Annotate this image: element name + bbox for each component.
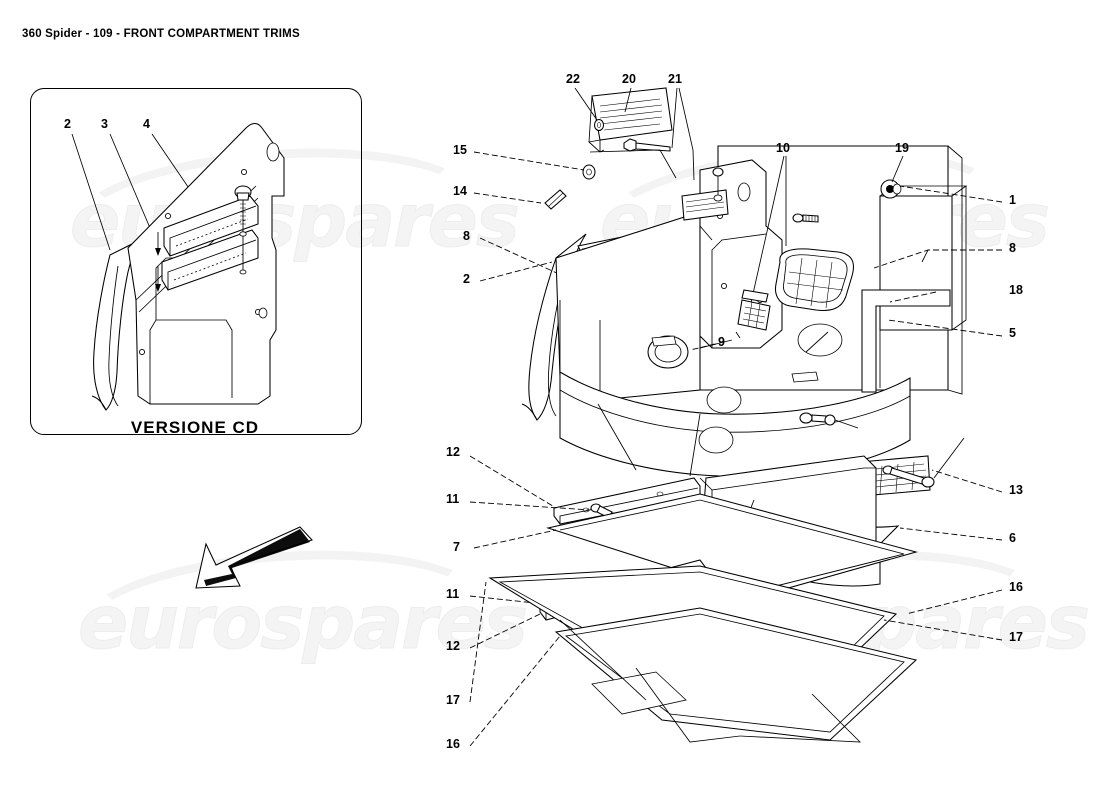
versione-cd-inset-frame: [30, 88, 362, 435]
callout-8-right[interactable]: 8: [1009, 241, 1016, 255]
callout-inset-3[interactable]: 3: [101, 117, 108, 131]
callout-11-upper[interactable]: 11: [446, 492, 460, 506]
callout-6[interactable]: 6: [1009, 531, 1016, 545]
part-11-bolt-right: [882, 437, 965, 488]
part-10-vent-grille: [775, 248, 854, 311]
callout-20[interactable]: 20: [622, 72, 636, 86]
callout-13[interactable]: 13: [1009, 483, 1023, 497]
versione-cd-caption: VERSIONE CD: [130, 418, 260, 437]
part-9-connector: [737, 299, 771, 331]
part-18-bracket: [861, 289, 951, 393]
callout-19[interactable]: 19: [895, 141, 909, 155]
callout-inset-4[interactable]: 4: [143, 117, 150, 131]
callout-inset-2[interactable]: 2: [64, 117, 71, 131]
part-21-rivet: [623, 138, 671, 152]
callout-15[interactable]: 15: [453, 143, 467, 157]
callout-17-left[interactable]: 17: [446, 693, 460, 707]
inset-drawing: [71, 122, 285, 411]
callout-5[interactable]: 5: [1009, 326, 1016, 340]
panel-screws-upper: [792, 213, 819, 223]
main-assembly: [469, 87, 1003, 747]
part-19-grommet: [880, 179, 902, 199]
part-5-rear-panel: [879, 185, 968, 331]
callout-17-right[interactable]: 17: [1009, 630, 1023, 644]
callout-16-right[interactable]: 16: [1009, 580, 1023, 594]
callout-18[interactable]: 18: [1009, 283, 1023, 297]
callout-10[interactable]: 10: [776, 141, 790, 155]
callout-16-left[interactable]: 16: [446, 737, 460, 751]
vehicle-front-direction-arrow: [195, 526, 313, 589]
panel-screws-vertical: [712, 167, 724, 202]
callout-12-lower[interactable]: 12: [446, 639, 460, 653]
callout-2-left[interactable]: 2: [463, 272, 470, 286]
callout-9[interactable]: 9: [718, 335, 725, 349]
callout-11-lower[interactable]: 11: [446, 587, 460, 601]
part-9-plug-small: [741, 289, 769, 303]
callout-21[interactable]: 21: [668, 72, 682, 86]
page-title: 360 Spider - 109 - FRONT COMPARTMENT TRI…: [22, 28, 300, 40]
callout-1[interactable]: 1: [1009, 193, 1016, 207]
callout-12-upper[interactable]: 12: [446, 445, 460, 459]
part-22-washer: [593, 118, 605, 132]
part-14-clip: [544, 189, 567, 210]
main-trim-carrier: [559, 323, 911, 477]
callout-22[interactable]: 22: [566, 72, 580, 86]
callout-14[interactable]: 14: [453, 184, 467, 198]
callout-8-left[interactable]: 8: [463, 229, 470, 243]
part-20-plate: [588, 87, 673, 153]
part-15-grommet: [582, 164, 596, 180]
callout-7[interactable]: 7: [453, 540, 460, 554]
